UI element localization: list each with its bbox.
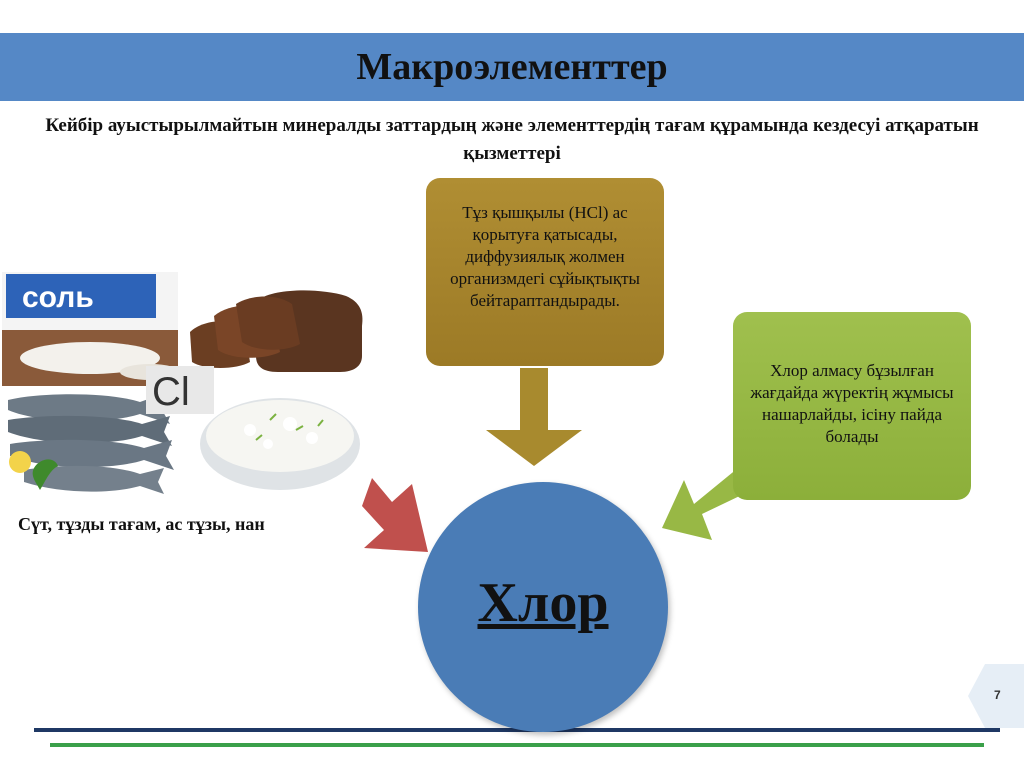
page-number-tab <box>968 664 1024 728</box>
cottage-cheese-image <box>180 386 366 504</box>
chlorine-circle <box>418 482 668 732</box>
salt-pack-label: соль <box>22 281 94 314</box>
foods-caption: Сүт, тұзды тағам, ас тұзы, нан <box>18 514 265 534</box>
chlorine-symbol-badge <box>146 366 214 414</box>
arrow-from-heart-box <box>662 468 748 540</box>
slide-title: Макроэлементтер <box>356 46 668 88</box>
heart-effect-box: Хлор алмасу бұзылған жағдайда жүректің ж… <box>733 312 971 500</box>
slide-subtitle: Кейбір ауыстырылмайтын минералды заттард… <box>45 115 979 164</box>
page-number: 7 <box>994 688 1001 702</box>
footer-line-green <box>50 743 984 747</box>
salt-function-box: Тұз қышқылы (HCl) ас қорытуға қатысады, … <box>426 178 664 366</box>
footer-line-navy <box>34 728 1000 732</box>
chlorine-label: Хлор <box>477 572 609 634</box>
chlorine-symbol: Cl <box>152 370 190 414</box>
title-bar <box>0 33 1024 101</box>
arrow-from-salt-box <box>486 368 582 466</box>
arrow-from-foods <box>362 478 428 552</box>
